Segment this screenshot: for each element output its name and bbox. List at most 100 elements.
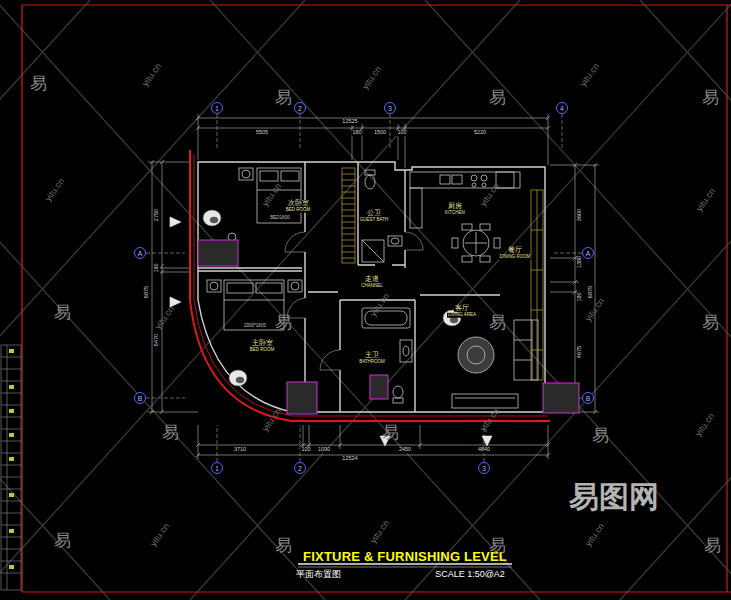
- dimension-line: [573, 163, 597, 414]
- section-marker: [482, 436, 492, 446]
- furniture: [393, 386, 403, 398]
- watermark: 易: [275, 89, 292, 106]
- furniture: [393, 398, 403, 403]
- watermark: 易: [54, 304, 71, 321]
- furniture: [365, 170, 375, 175]
- dimension: 180: [351, 130, 362, 136]
- grid-axis-bubble: B: [582, 392, 594, 404]
- furniture: [227, 283, 253, 293]
- wardrobe: [531, 190, 543, 380]
- furniture: [494, 238, 500, 248]
- dimension: 100: [300, 447, 311, 453]
- furniture: [391, 238, 399, 244]
- furniture: [410, 172, 520, 188]
- furniture: [481, 175, 487, 181]
- furniture: [514, 320, 532, 380]
- axis-label: 4: [560, 105, 564, 112]
- structural-column: [198, 240, 238, 266]
- dimension: 4675: [577, 345, 583, 359]
- wall: [198, 268, 302, 271]
- grid-axis-bubble: 1: [211, 462, 223, 474]
- watermark: 易: [382, 424, 399, 441]
- furniture: [455, 398, 515, 399]
- axis-label: 1: [215, 465, 219, 472]
- armchair: [210, 217, 218, 223]
- axis-label: B: [586, 395, 591, 402]
- grid-axis-bubble: A: [582, 247, 594, 259]
- wall: [358, 162, 405, 265]
- grid-axis-bubble: 4: [556, 102, 568, 114]
- furniture: [480, 224, 490, 230]
- grid-line: [217, 114, 562, 150]
- furniture: [260, 171, 278, 181]
- room-name: 主卧室: [251, 340, 274, 347]
- door-swing: [285, 232, 305, 252]
- title-underline: [298, 567, 512, 568]
- dimension: 4840: [477, 447, 491, 453]
- dimension: 6875: [144, 285, 150, 299]
- title-block-table: [9, 349, 14, 353]
- structural-column: [543, 383, 579, 413]
- title-underline: [298, 563, 512, 565]
- axis-label: 3: [388, 105, 392, 112]
- axis-label: 2: [298, 105, 302, 112]
- furniture: [291, 282, 299, 290]
- grid-axis-bubble: 1: [211, 102, 223, 114]
- armchair: [203, 210, 221, 226]
- wardrobe: [342, 174, 355, 258]
- wall: [420, 294, 500, 295]
- furniture: [458, 337, 494, 373]
- armchair: [203, 210, 461, 386]
- room-name: 次卧室: [287, 200, 310, 207]
- furniture: [239, 168, 253, 180]
- watermark: 易: [275, 314, 292, 331]
- axis-label: A: [586, 250, 591, 257]
- title-block-table: [9, 433, 14, 437]
- watermark: 易: [275, 537, 292, 554]
- furniture: [207, 168, 538, 408]
- title-block-table: [9, 493, 14, 497]
- furniture: [365, 175, 375, 189]
- watermark-logo: 易图网: [569, 482, 659, 512]
- watermark: 易: [489, 537, 506, 554]
- subtitle: 平面布置图: [296, 570, 341, 579]
- furniture: [480, 256, 490, 262]
- furniture: [463, 230, 489, 256]
- title-block-table: [9, 457, 14, 461]
- grid-axis-bubble: 3: [478, 462, 490, 474]
- title-block-table: [1, 345, 21, 590]
- door-swing: [285, 232, 423, 370]
- sheet-frame: [22, 5, 731, 592]
- door-swing: [405, 232, 423, 250]
- title-block-table: [1, 345, 21, 590]
- furniture: [281, 171, 299, 181]
- furniture: [452, 238, 458, 248]
- structural-column: [198, 240, 579, 414]
- wardrobe: [342, 168, 355, 263]
- dimension: 100: [396, 130, 407, 136]
- watermark: 易: [592, 427, 609, 444]
- furniture: [257, 168, 301, 223]
- grid-axis-bubble: B: [134, 392, 146, 404]
- title-block-table: [9, 349, 14, 569]
- furniture: [388, 236, 402, 246]
- room-name: 走道: [364, 276, 380, 283]
- furniture: [462, 224, 472, 230]
- dimension-line: [152, 162, 162, 412]
- wardrobe: [531, 190, 543, 380]
- wall: [198, 162, 545, 412]
- room-name-en: BED ROOM: [249, 348, 276, 353]
- furniture: [362, 240, 384, 262]
- dimension: 3600: [577, 208, 583, 222]
- axis-label: B: [138, 395, 143, 402]
- grid-axis-bubble: 2: [294, 102, 306, 114]
- furniture-tag: 2000*1800: [243, 324, 267, 329]
- dimension: 12525: [341, 119, 358, 125]
- furniture-tag: BED1800: [269, 216, 290, 221]
- dimension-line: [198, 114, 548, 168]
- dimension-line: [575, 165, 595, 412]
- furniture: [482, 183, 486, 187]
- wall: [339, 300, 340, 412]
